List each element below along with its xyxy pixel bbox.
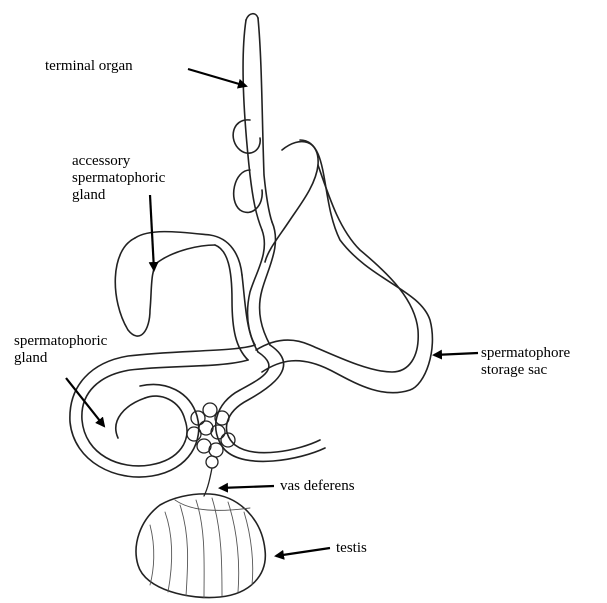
label-testis: testis	[336, 540, 367, 557]
label-storage-sac: spermatophore storage sac	[481, 345, 570, 379]
label-vas-deferens: vas deferens	[280, 478, 355, 495]
storage-sac-shape	[256, 140, 432, 393]
terminal-organ-shape	[233, 14, 272, 230]
label-spermatophoric-gland-line-1: spermatophoric	[14, 333, 107, 350]
anatomy-drawing	[70, 14, 433, 598]
label-accessory-gland-line-2: spermatophoric	[72, 170, 165, 187]
accessory-gland-shape	[115, 232, 255, 360]
arrow-testis	[276, 548, 330, 556]
label-accessory-gland-line-1: accessory	[72, 153, 165, 170]
label-storage-sac-line-2: storage sac	[481, 362, 570, 379]
label-terminal-organ: terminal organ	[45, 58, 133, 75]
arrow-terminal-organ	[188, 69, 246, 86]
label-terminal-organ-line-1: terminal organ	[45, 58, 133, 75]
label-vas-deferens-line-1: vas deferens	[280, 478, 355, 495]
label-storage-sac-line-1: spermatophore	[481, 345, 570, 362]
label-spermatophoric-gland: spermatophoric gland	[14, 333, 107, 367]
label-accessory-gland-line-3: gland	[72, 187, 165, 204]
label-testis-line-1: testis	[336, 540, 367, 557]
arrow-vas-deferens	[220, 486, 274, 488]
label-accessory-gland: accessory spermatophoric gland	[72, 153, 165, 204]
label-spermatophoric-gland-line-2: gland	[14, 350, 107, 367]
duct-shape	[248, 142, 319, 352]
label-arrows	[66, 69, 478, 556]
testis-shape	[136, 494, 265, 598]
arrow-storage-sac	[434, 353, 478, 355]
